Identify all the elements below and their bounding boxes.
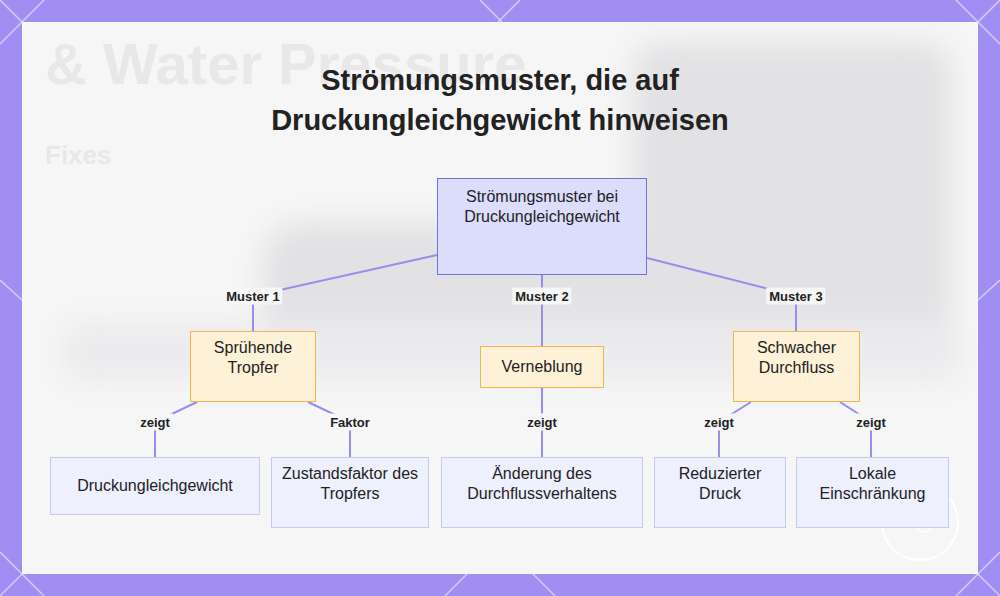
edge-label: zeigt — [524, 414, 560, 431]
connector-line — [541, 275, 543, 346]
background-watermark: Fixes — [45, 140, 112, 171]
edge-label: Muster 3 — [766, 288, 825, 305]
node-text: Druckungleichgewicht — [77, 476, 233, 496]
node-text: Lokale Einschränkung — [805, 464, 940, 504]
node-text: Strömungsmuster bei Druckungleichgewicht — [444, 187, 640, 227]
result-box: Reduzierter Druck — [654, 457, 786, 528]
result-box: Druckungleichgewicht — [50, 457, 260, 515]
node-text: Schwacher Durchfluss — [742, 338, 851, 378]
edge-label: Muster 2 — [512, 288, 571, 305]
node-text: Verneblung — [502, 357, 583, 377]
edge-label: zeigt — [853, 414, 889, 431]
pattern-box: Verneblung — [480, 346, 604, 388]
node-text: Zustandsfaktor des Tropfers — [275, 464, 425, 504]
result-box: Zustandsfaktor des Tropfers — [271, 457, 429, 528]
edge-label: Faktor — [327, 414, 373, 431]
diagram-title: Strömungsmuster, die auf Druckungleichge… — [240, 60, 760, 140]
pattern-box: Schwacher Durchfluss — [733, 331, 860, 402]
root-box: Strömungsmuster bei Druckungleichgewicht — [437, 178, 647, 275]
result-box: Lokale Einschränkung — [796, 457, 949, 528]
node-text: Reduzierter Druck — [663, 464, 777, 504]
node-text: Änderung des Durchflussverhaltens — [450, 464, 634, 504]
edge-label: Muster 1 — [223, 288, 282, 305]
edge-label: zeigt — [137, 414, 173, 431]
pattern-box: Sprühende Tropfer — [190, 331, 316, 402]
result-box: Änderung des Durchflussverhaltens — [441, 457, 643, 528]
edge-label: zeigt — [701, 414, 737, 431]
node-text: Sprühende Tropfer — [199, 338, 307, 378]
